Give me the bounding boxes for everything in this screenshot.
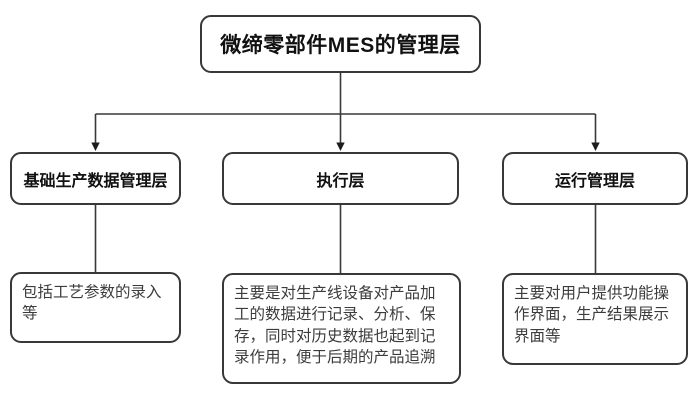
- node-layer-operation: 运行管理层: [502, 152, 688, 205]
- node-desc-basic-data-text: 包括工艺参数的录入等: [22, 284, 162, 323]
- node-desc-execution-text: 主要是对生产线设备对产品加工的数据进行记录、分析、保存，同时对历史数据也起到记录…: [234, 285, 436, 367]
- arrowhead-right-icon: [591, 142, 600, 151]
- node-layer-operation-label: 运行管理层: [554, 172, 635, 190]
- node-desc-operation: 主要对用户提供功能操作界面，生产结果展示界面等: [502, 273, 688, 365]
- arrowhead-center-icon: [336, 142, 345, 151]
- node-layer-execution-label: 执行层: [316, 172, 365, 190]
- node-desc-execution: 主要是对生产线设备对产品加工的数据进行记录、分析、保存，同时对历史数据也起到记录…: [222, 273, 461, 384]
- node-root: 微缔零部件MES的管理层: [200, 15, 481, 73]
- node-layer-basic-data: 基础生产数据管理层: [10, 152, 181, 205]
- node-layer-execution: 执行层: [222, 152, 459, 205]
- arrowhead-left-icon: [91, 142, 100, 151]
- node-layer-basic-data-label: 基础生产数据管理层: [23, 172, 168, 190]
- node-root-label: 微缔零部件MES的管理层: [220, 34, 461, 57]
- node-desc-basic-data: 包括工艺参数的录入等: [10, 272, 181, 343]
- node-desc-operation-text: 主要对用户提供功能操作界面，生产结果展示界面等: [514, 285, 670, 345]
